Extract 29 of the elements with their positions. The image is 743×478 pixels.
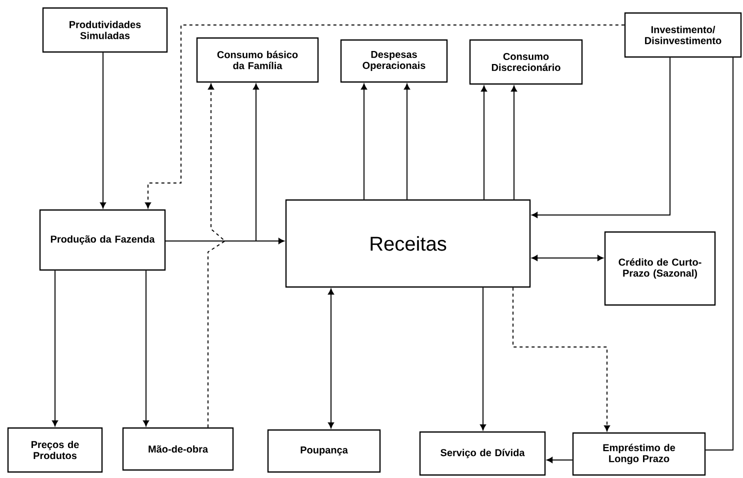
arrow: [404, 84, 410, 200]
arrow: [481, 86, 487, 200]
arrow: [532, 57, 670, 218]
arrow: [532, 255, 604, 261]
arrow: [328, 288, 334, 428]
arrow: [52, 270, 58, 426]
process-box: Investimento/ Disinvestimento: [624, 12, 742, 58]
arrow: [512, 287, 610, 432]
arrow: [480, 287, 486, 430]
process-box: Poupança: [267, 429, 381, 473]
arrow: [165, 84, 259, 242]
process-box: Serviço de Dívida: [419, 431, 546, 476]
arrow: [361, 84, 367, 200]
arrow: [208, 84, 226, 428]
arrow: [145, 24, 625, 208]
arrow: [100, 52, 106, 208]
process-box: Receitas: [285, 199, 531, 288]
process-box: Empréstimo de Longo Prazo: [572, 432, 706, 476]
process-box: Crédito de Curto-Prazo (Sazonal): [604, 231, 716, 306]
process-box: Despesas Operacionais: [340, 39, 448, 83]
arrow: [546, 457, 573, 463]
arrow: [143, 270, 149, 426]
process-box: Produção da Fazenda: [39, 209, 166, 271]
process-box: Preços de Produtos: [7, 427, 103, 473]
process-box: Consumo básico da Família: [196, 37, 319, 83]
arrow: [511, 86, 517, 200]
process-box: Mão-de-obra: [122, 427, 234, 471]
process-box: Consumo Discrecionário: [469, 39, 583, 85]
process-box: Produtividades Simuladas: [42, 7, 168, 53]
